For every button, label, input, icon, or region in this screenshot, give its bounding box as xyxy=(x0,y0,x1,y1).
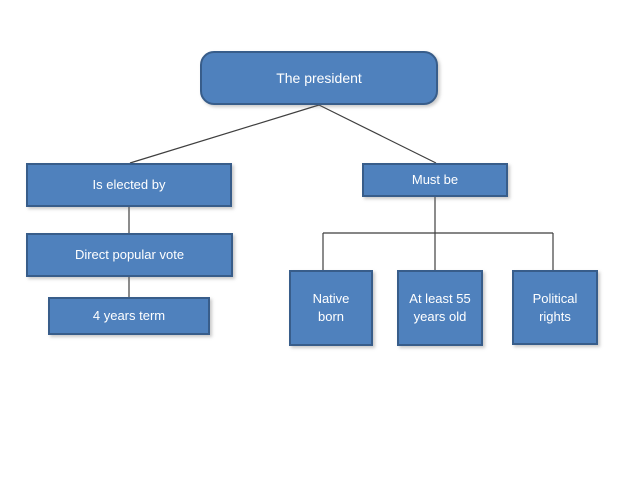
node-4-years-term: 4 years term xyxy=(48,297,210,335)
node-native-born: Native born xyxy=(289,270,373,346)
node-label-line: born xyxy=(317,309,345,324)
node-political-rights: Political rights xyxy=(512,270,598,345)
node-at-least-55-years-old: At least 55 years old xyxy=(397,270,483,346)
node-label-line: years old xyxy=(413,309,467,324)
node-label-line: Native xyxy=(312,291,350,307)
node-must-be: Must be xyxy=(362,163,508,197)
node-label-line: Political xyxy=(532,290,578,306)
connector-root-to-elected xyxy=(129,104,320,164)
node-the-president: The president xyxy=(200,51,438,105)
node-label-line: At least 55 xyxy=(409,291,471,307)
node-label-line: rights xyxy=(539,308,571,324)
node-direct-popular-vote: Direct popular vote xyxy=(26,233,233,277)
node-is-elected-by: Is elected by xyxy=(26,163,232,207)
connector-root-to-mustbe xyxy=(318,104,437,164)
